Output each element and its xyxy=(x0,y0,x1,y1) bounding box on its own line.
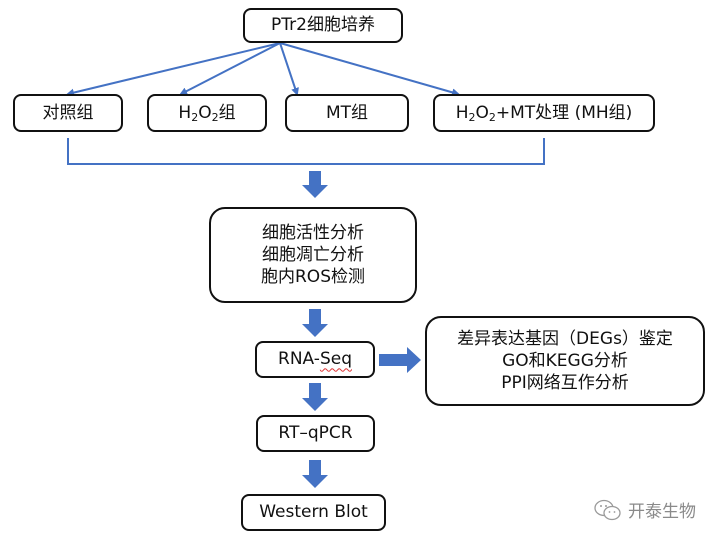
qpcr-label: RT–qPCR xyxy=(278,423,353,444)
assay-line: 细胞凋亡分析 xyxy=(262,244,364,265)
group-h2o2-label: H2O2组 xyxy=(178,102,236,124)
arrow-root-to-mh xyxy=(279,42,460,97)
arrow-root-to-mt xyxy=(279,42,299,96)
root-label: PTr2细胞培养 xyxy=(271,15,375,36)
group-mt-label: MT组 xyxy=(325,102,369,123)
group-mt: MT组 xyxy=(285,94,409,132)
western-box: Western Blot xyxy=(241,494,386,531)
group-control-label: 对照组 xyxy=(42,102,94,123)
wechat-icon xyxy=(594,499,621,520)
watermark: 开泰生物 xyxy=(594,497,696,522)
rnaseq-analysis-box: 差异表达基因（DEGs）鉴定 GO和KEGG分析 PPI网络互作分析 xyxy=(425,316,705,406)
analysis-line: PPI网络互作分析 xyxy=(501,373,629,394)
western-label: Western Blot xyxy=(259,502,368,523)
arrow-root-to-h2o2 xyxy=(179,42,281,95)
root-node: PTr2细胞培养 xyxy=(243,8,403,43)
watermark-text: 开泰生物 xyxy=(628,502,696,522)
group-h2o2: H2O2组 xyxy=(147,94,267,132)
assays-box: 细胞活性分析 细胞凋亡分析 胞内ROS检测 xyxy=(209,207,417,303)
group-mh: H2O2+MT处理 (MH组) xyxy=(433,94,655,132)
arrow-root-to-control xyxy=(66,42,281,97)
block-arrow-to-rnaseq xyxy=(302,309,328,337)
group-control: 对照组 xyxy=(13,94,123,132)
group-mh-label: H2O2+MT处理 (MH组) xyxy=(455,102,633,124)
assay-line: 细胞活性分析 xyxy=(262,222,364,243)
block-arrow-to-analysis xyxy=(379,347,421,373)
analysis-line: 差异表达基因（DEGs）鉴定 xyxy=(457,328,673,349)
group-bracket xyxy=(67,138,545,165)
analysis-line: GO和KEGG分析 xyxy=(502,350,628,371)
block-arrow-to-assays xyxy=(302,171,328,198)
rnaseq-label: RNA-Seq xyxy=(278,349,352,370)
block-arrow-to-western xyxy=(302,460,328,488)
rnaseq-box: RNA-Seq xyxy=(255,341,375,378)
qpcr-box: RT–qPCR xyxy=(256,415,375,452)
assay-line: 胞内ROS检测 xyxy=(261,267,365,288)
block-arrow-to-qpcr xyxy=(302,383,328,411)
